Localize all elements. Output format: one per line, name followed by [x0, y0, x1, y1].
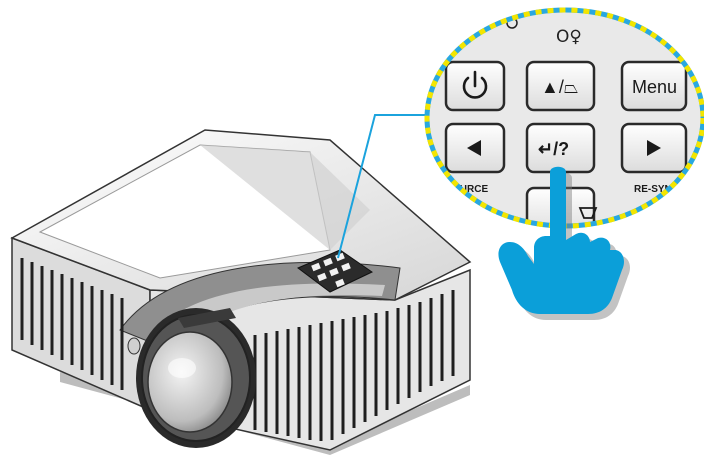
projector — [10, 129, 472, 455]
projector-top-shade — [200, 145, 370, 250]
left-vents — [20, 258, 124, 390]
keystone-up-label: ▲/⏢ — [541, 77, 578, 97]
resync-label: RE-SYN — [634, 184, 672, 195]
menu-label: Menu — [632, 77, 677, 97]
power-button[interactable] — [444, 60, 506, 112]
projector-keypad — [297, 249, 373, 293]
status-indicators: O♀ — [556, 27, 582, 47]
keystone-up-button[interactable]: ▲/⏢ — [525, 60, 596, 112]
callout-leader-line — [337, 114, 432, 259]
enter-help-label: ↵/? — [538, 139, 569, 159]
enter-help-button[interactable]: ↵/? — [525, 122, 596, 174]
callout-zoom: O♀ ▲/⏢ Menu — [424, 7, 704, 229]
left-arrow-icon — [467, 140, 481, 156]
projector-lens — [127, 308, 256, 448]
keystone-down-icon — [578, 207, 598, 219]
left-button[interactable] — [444, 122, 506, 174]
power-icon — [462, 70, 488, 99]
right-arrow-icon — [647, 140, 661, 156]
right-button[interactable] — [620, 122, 688, 174]
menu-button[interactable]: Menu — [620, 60, 688, 112]
zoom-ring — [178, 308, 236, 328]
pointing-hand-icon — [498, 166, 630, 320]
projector-base-shadow — [60, 372, 470, 455]
source-label: OURCE — [452, 184, 488, 195]
